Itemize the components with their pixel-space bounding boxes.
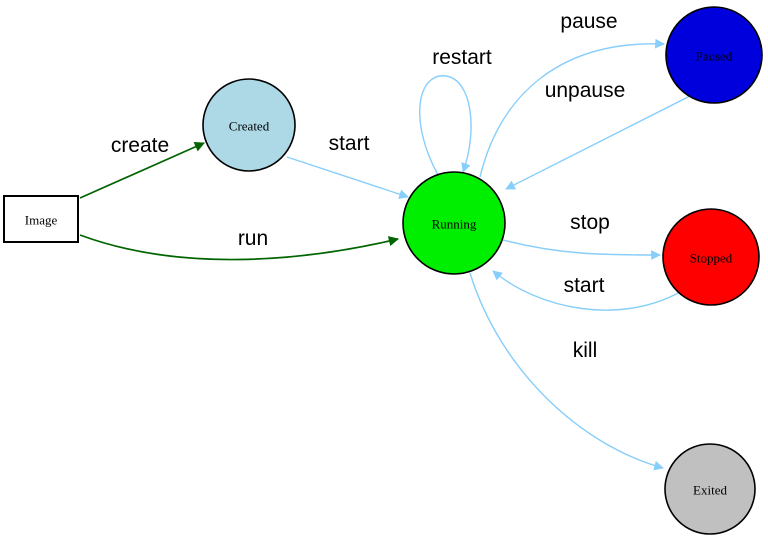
node-created-label: Created (229, 119, 270, 134)
nodes-layer: Image Created Running Paused Stopped (3, 6, 763, 535)
node-created[interactable]: Created (202, 78, 296, 172)
node-paused[interactable]: Paused (665, 6, 763, 104)
edge-pause: pause (479, 10, 665, 178)
node-stopped[interactable]: Stopped (662, 208, 760, 306)
edges-layer: create run start restart pause (79, 10, 691, 471)
node-image[interactable]: Image (3, 195, 79, 243)
node-image-shape[interactable] (3, 195, 79, 243)
edge-label-restart: restart (432, 46, 492, 69)
edge-stop-path (502, 239, 661, 260)
edge-label-pause: pause (560, 10, 617, 33)
node-image-label: Image (25, 213, 58, 228)
edge-create: create (79, 134, 205, 199)
edge-label-stop: stop (570, 211, 610, 234)
node-exited-label: Exited (693, 483, 727, 498)
edge-unpause-path (505, 95, 691, 190)
edge-run: run (79, 227, 399, 261)
node-paused-shape[interactable] (665, 6, 763, 104)
edge-pause-path (479, 38, 665, 178)
edge-stop: stop (502, 211, 661, 260)
edge-run-path (79, 234, 399, 261)
edge-restart-path (419, 75, 472, 176)
edge-label-run: run (238, 227, 268, 250)
node-created-shape[interactable] (202, 78, 296, 172)
node-running-label: Running (432, 217, 477, 232)
edge-create-path (79, 142, 205, 199)
edge-label-unpause: unpause (545, 79, 626, 102)
edge-label-create: create (111, 134, 169, 157)
edge-kill: kill (469, 272, 664, 471)
edge-start-stopped-running: start (492, 270, 681, 311)
edge-label-start-stopped: start (564, 274, 605, 297)
node-paused-label: Paused (696, 49, 733, 64)
edge-start-created-running: start (286, 132, 409, 199)
edge-label-kill: kill (573, 339, 598, 362)
node-stopped-shape[interactable] (662, 208, 760, 306)
edge-start1-path (286, 156, 409, 199)
edge-start2-path (492, 270, 681, 311)
edge-unpause: unpause (505, 79, 691, 190)
node-running-shape[interactable] (402, 171, 506, 275)
edge-kill-path (469, 272, 664, 471)
edge-label-start-created: start (329, 132, 370, 155)
node-running[interactable]: Running (402, 171, 506, 275)
node-exited[interactable]: Exited (664, 443, 756, 535)
edge-restart: restart (419, 46, 492, 176)
node-stopped-label: Stopped (690, 251, 733, 266)
node-exited-shape[interactable] (664, 443, 756, 535)
